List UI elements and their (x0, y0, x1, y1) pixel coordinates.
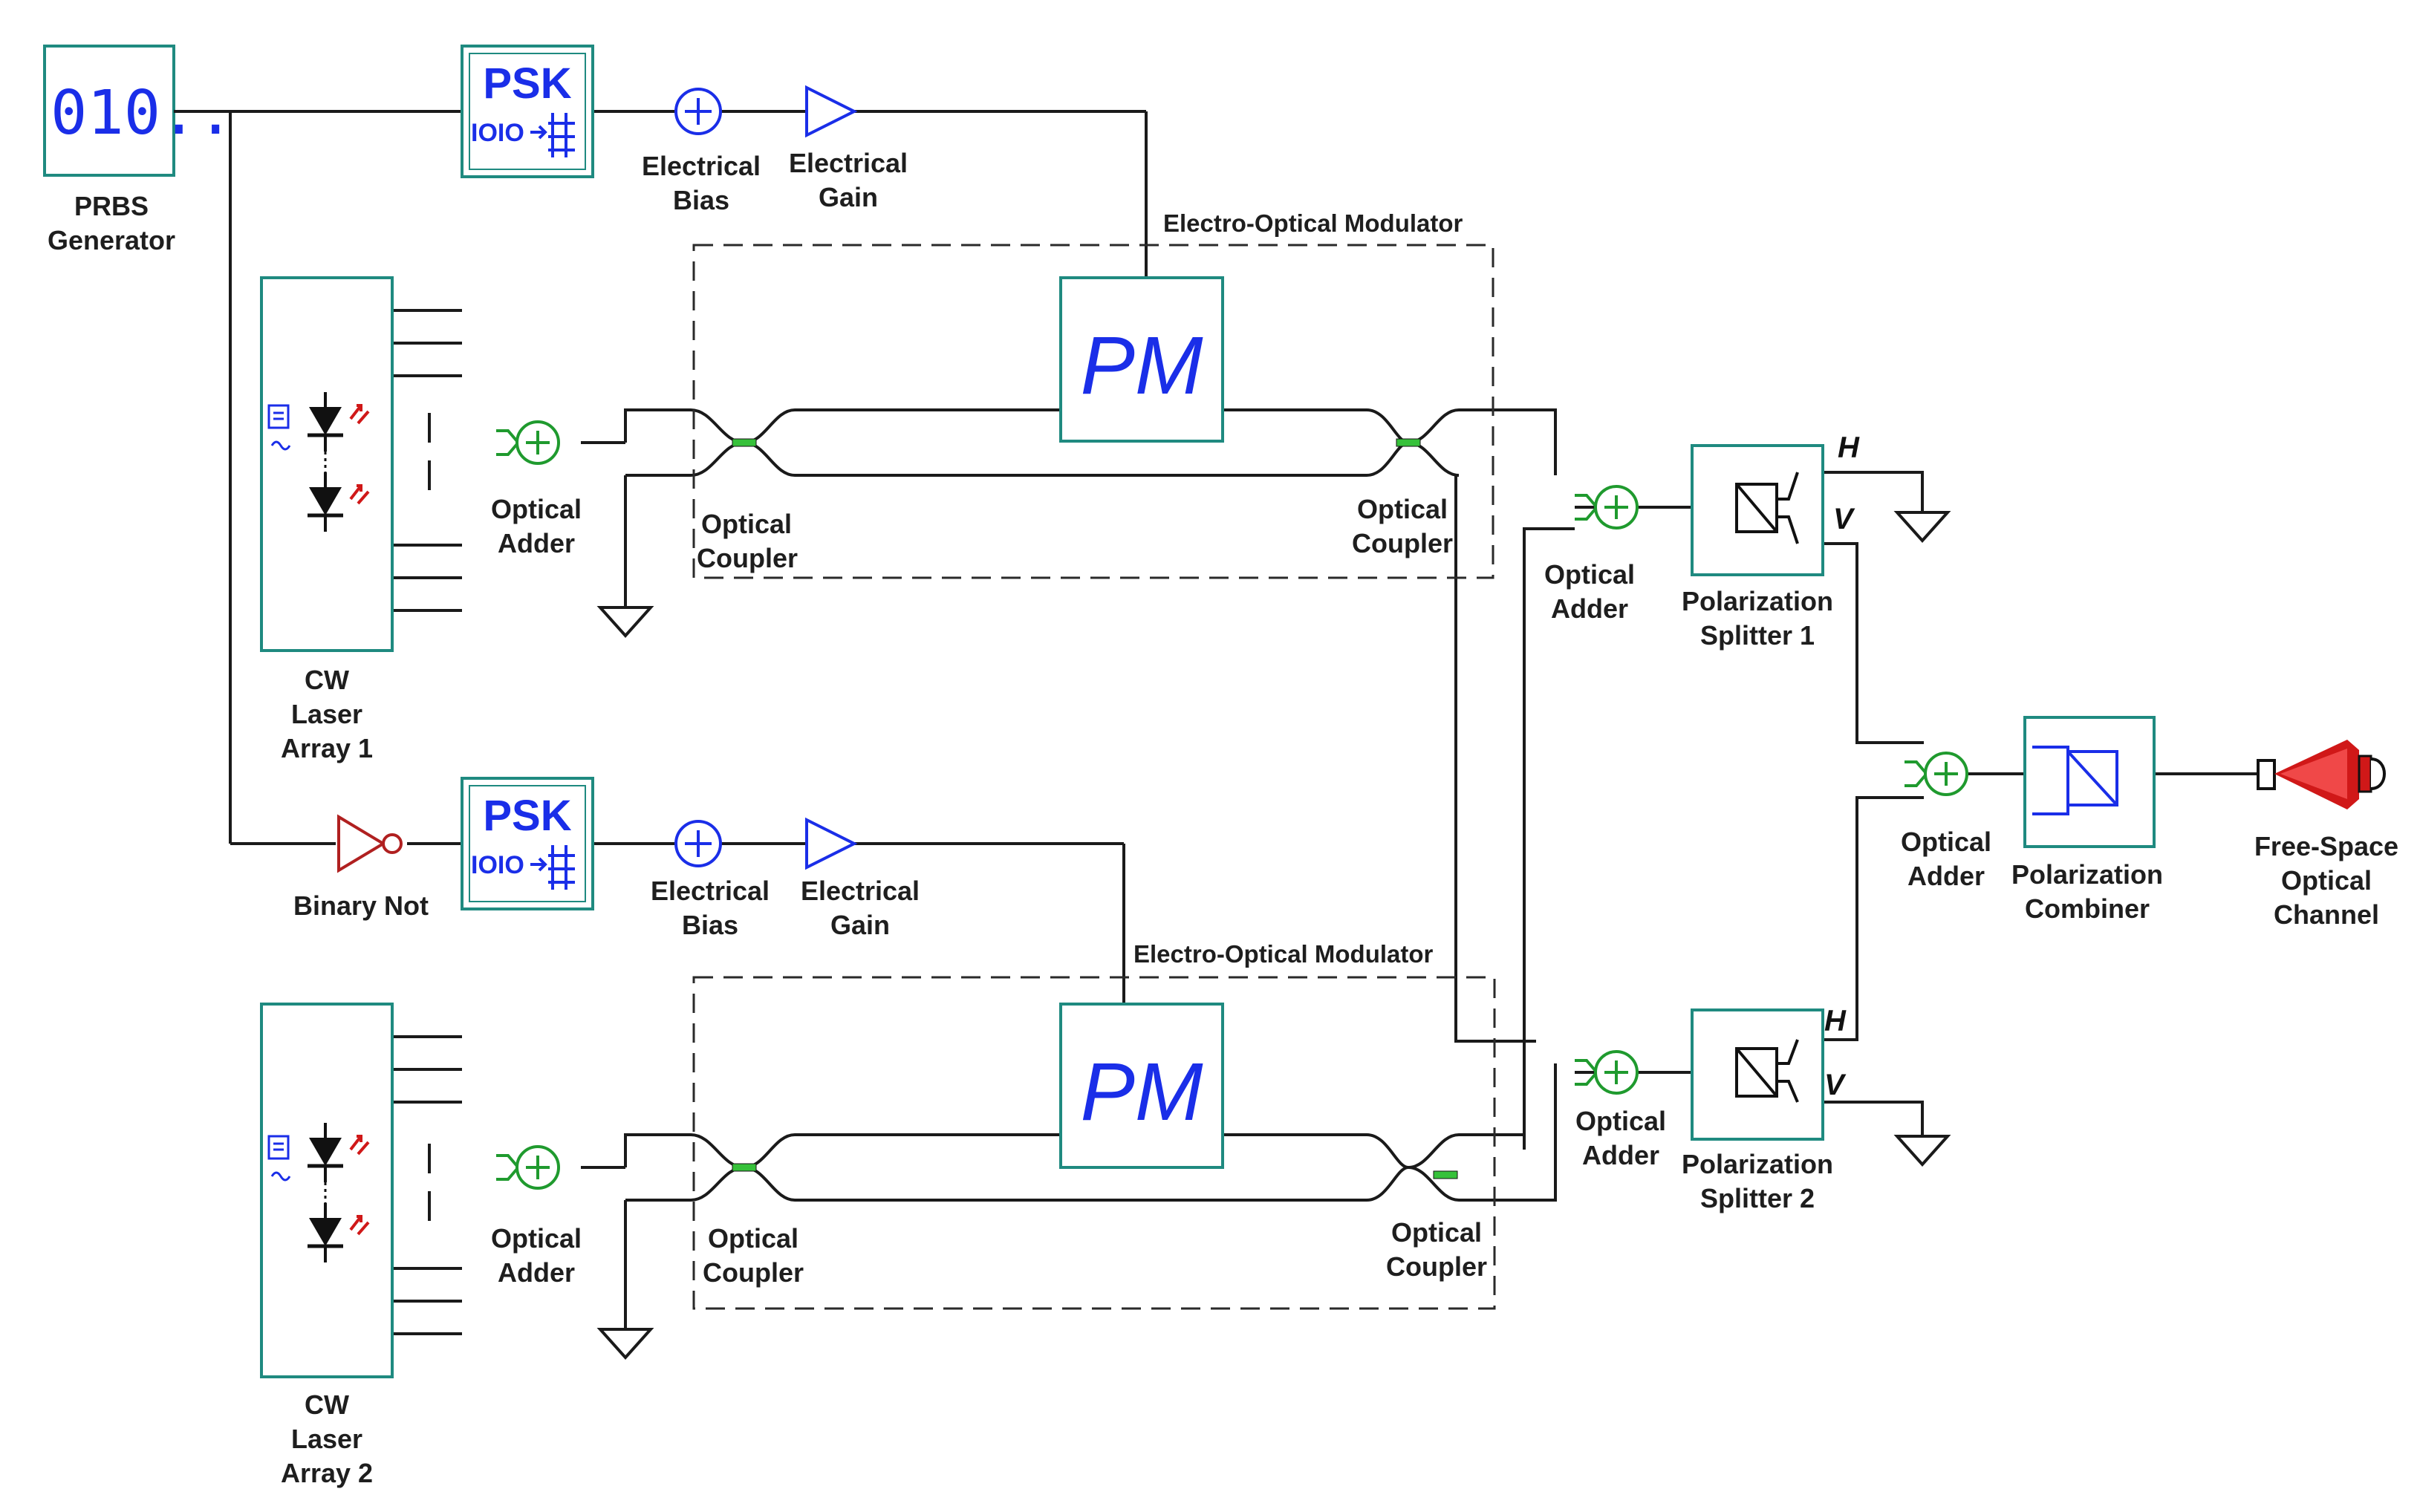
combiner-label: Combiner (2025, 893, 2150, 924)
coupler-label: Optical (1391, 1217, 1482, 1248)
binary-not-gate[interactable] (337, 814, 403, 873)
oadd-label: Optical (491, 1223, 582, 1254)
phase-modulator-2[interactable]: PM (1059, 1003, 1224, 1169)
oadd2-label: Optical (1575, 1106, 1666, 1136)
electrical-bias-1[interactable] (674, 88, 722, 135)
v-port-label: V (1824, 1069, 1847, 1101)
electrical-gain-1[interactable] (805, 86, 856, 137)
laser-label: Array 1 (281, 733, 373, 763)
ebias-label: Electrical (642, 151, 761, 181)
prbs-display: 010.. (51, 78, 234, 149)
coupler-label: Coupler (697, 543, 798, 573)
optical-adder-1[interactable] (495, 420, 560, 465)
coupler-label: Coupler (703, 1257, 804, 1288)
psk-bits: IOIO (471, 119, 524, 147)
egain-label: Gain (830, 910, 890, 940)
coupler-marker (732, 438, 757, 447)
eom-label-1: Electro-Optical Modulator (1163, 209, 1463, 237)
polarization-splitter-1[interactable] (1691, 444, 1824, 576)
oadd-label: Adder (498, 1257, 575, 1288)
psplit-label: Splitter 2 (1700, 1183, 1815, 1213)
combiner-label: Polarization (2011, 859, 2163, 890)
polarization-splitter-2[interactable] (1691, 1008, 1824, 1141)
channel-label: Free-Space (2254, 831, 2398, 861)
coupler-marker (732, 1163, 757, 1172)
psplit-label: Polarization (1682, 586, 1833, 616)
binary-not-label: Binary Not (293, 890, 429, 921)
laser-label: CW (305, 1389, 349, 1420)
ebias-label: Bias (673, 185, 729, 215)
v-port-label: V (1833, 503, 1855, 535)
psk-title: PSK (483, 59, 571, 108)
optical-adder-final[interactable] (1903, 752, 1968, 796)
egain-label: Electrical (789, 148, 908, 178)
h-port-label: H (1838, 431, 1860, 464)
eom-boundary-1 (692, 244, 1494, 579)
laser-label: Laser (291, 1424, 362, 1454)
psk-modulator-2[interactable]: PSK IOIO (461, 777, 594, 910)
coupler-marker (1396, 438, 1421, 447)
cw-laser-array-1[interactable] (260, 276, 394, 652)
ebias-label: Bias (682, 910, 738, 940)
polarization-combiner[interactable] (2023, 716, 2156, 848)
ground-2b (1896, 1114, 1949, 1166)
prbs-label: PRBS (74, 191, 149, 221)
prbs-label: Generator (48, 225, 175, 255)
ground-1a (599, 585, 652, 637)
free-space-channel-icon[interactable] (2257, 740, 2386, 809)
coupler-label: Optical (708, 1223, 798, 1254)
optical-adder-3[interactable] (495, 1145, 560, 1190)
channel-label: Optical (2281, 865, 2372, 896)
eom-label-2: Electro-Optical Modulator (1133, 940, 1434, 968)
egain-label: Electrical (801, 876, 920, 906)
pm-label: PM (1081, 320, 1203, 411)
ground-2a (599, 1307, 652, 1359)
oadd2-label: Adder (1551, 593, 1628, 624)
channel-label: Channel (2274, 899, 2379, 930)
oadd-label: Optical (491, 494, 582, 524)
laser-label: Array 2 (281, 1458, 373, 1488)
oadd2-label: Optical (1544, 559, 1635, 590)
ground-1b (1896, 490, 1949, 542)
phase-modulator-1[interactable]: PM (1059, 276, 1224, 443)
psk-bits: IOIO (471, 851, 524, 879)
psk-title: PSK (483, 792, 571, 840)
coupler-label: Optical (701, 509, 792, 539)
egain-label: Gain (819, 182, 878, 212)
pm-label: PM (1081, 1046, 1203, 1138)
eom-boundary-2 (692, 976, 1496, 1310)
wires-branch-1 (174, 110, 1924, 1150)
psk-modulator-1[interactable]: PSK IOIO (461, 45, 594, 178)
final-adder-label: Adder (1907, 861, 1985, 891)
ebias-label: Electrical (651, 876, 770, 906)
coupler-label: Coupler (1386, 1251, 1487, 1282)
laser-label: CW (305, 665, 349, 695)
electrical-bias-2[interactable] (674, 820, 722, 867)
final-adder-label: Optical (1901, 827, 1991, 857)
cw-laser-array-2[interactable] (260, 1003, 394, 1378)
coupler-marker (1433, 1170, 1458, 1179)
h-port-label: H (1824, 1005, 1847, 1037)
psplit-label: Splitter 1 (1700, 620, 1815, 651)
psplit-label: Polarization (1682, 1149, 1833, 1179)
electrical-gain-2[interactable] (805, 818, 856, 869)
coupler-label: Coupler (1352, 528, 1453, 558)
coupler-label: Optical (1357, 494, 1448, 524)
prbs-generator[interactable]: 010.. (43, 45, 234, 177)
oadd-label: Adder (498, 528, 575, 558)
laser-label: Laser (291, 699, 362, 729)
oadd2-label: Adder (1582, 1140, 1659, 1170)
wires-branch-2 (230, 527, 2258, 1335)
